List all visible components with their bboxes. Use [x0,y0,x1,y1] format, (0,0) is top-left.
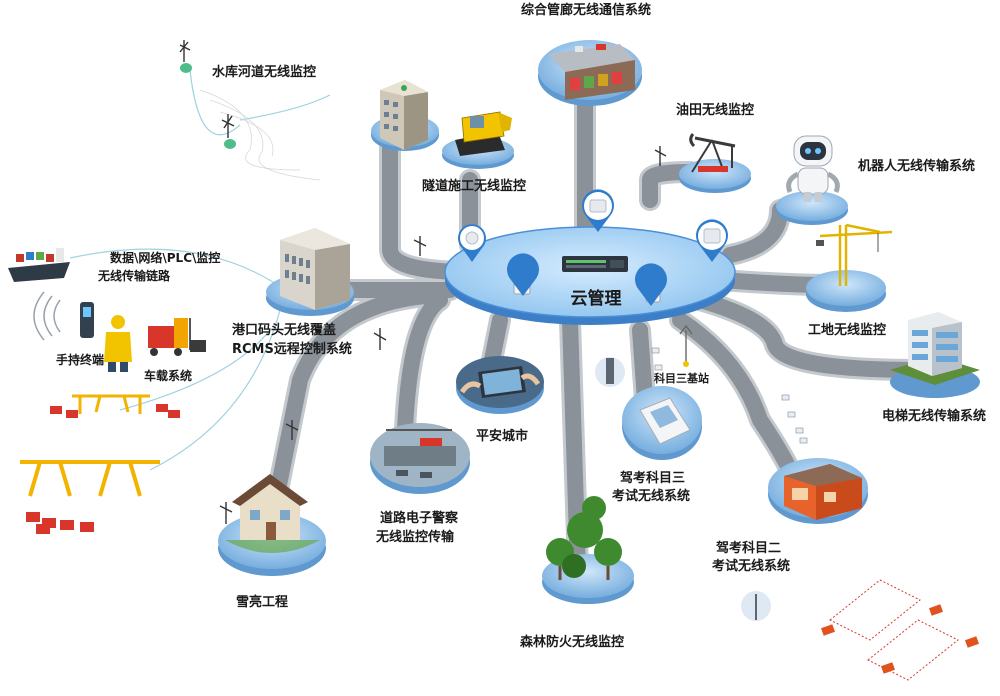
elevator-node [890,312,980,398]
label-forest: 森林防火无线监控 [520,634,624,650]
label-data-link-1: 数据\网络\PLC\监控 [110,250,220,265]
road-police-node [370,423,470,494]
label-road-police-1: 道路电子警察 [380,510,459,526]
antenna-mast-icon [679,324,693,362]
label-road-police-2: 无线监控传输 [375,529,455,545]
cloud-management-hub: 云管理 [444,226,736,325]
safe-city-node [456,356,544,414]
robot-icon [786,135,840,202]
mast-light [683,361,689,367]
label-snow: 雪亮工程 [236,594,288,610]
access-point-pin [635,263,667,306]
tablet-icon [478,366,526,398]
label-exam2-1: 驾考科目二 [716,540,781,556]
road-vehicles [651,347,808,444]
camera-icon [373,236,427,350]
label-elevator: 电梯无线传输系统 [882,408,986,424]
camera-icon [179,40,191,62]
camera-icon [654,146,667,166]
crane-weight [816,240,824,246]
label-reservoir: 水库河道无线监控 [212,64,316,80]
car-icon [820,604,980,674]
crane-icon [819,223,893,286]
server-icon [562,256,628,272]
hub-label: 云管理 [571,288,622,309]
wifi-signal-icon [33,291,61,341]
building-icon [380,80,428,150]
label-tunnel-construction: 隧道施工无线监控 [422,178,526,194]
access-point-icon [589,199,607,213]
gantry-crane-icon [72,394,150,414]
excavator-icon [455,111,512,156]
label-handheld: 手持终端 [56,352,104,367]
label-subject3-base: 科目三基站 [654,371,709,385]
reservoir-node [371,80,439,151]
label-utility-tunnel: 综合管廊无线通信系统 [521,2,651,18]
forest-node [542,496,634,604]
building-icon [784,464,862,520]
gantry-crane-icon [20,460,160,497]
base-station-node [595,357,625,387]
label-exam3-1: 驾考科目三 [620,470,685,486]
worker-icon [104,315,132,372]
port-node [266,228,427,350]
robot-node [776,135,848,225]
access-point-pin [458,224,486,262]
label-robot: 机器人无线传输系统 [858,158,975,174]
camera-icon [221,114,235,138]
label-safe-city: 平安城市 [476,428,528,444]
construction-site-node [806,223,893,312]
building-icon [280,228,350,310]
exam2-node [768,458,868,524]
house-icon [232,474,308,540]
camera-icon [219,420,299,524]
label-construction-site: 工地无线监控 [808,322,886,338]
oilfield-node [654,133,751,193]
terrain-sketch [199,89,321,181]
reservoir-marker [180,63,192,73]
exam2-track [829,579,959,681]
utility-tunnel-node [538,40,642,106]
base-station-node [741,591,771,621]
snow-project-node [218,420,326,576]
label-port-2: RCMS远程控制系统 [232,341,352,357]
building-icon [908,312,962,376]
label-vehicle: 车载系统 [144,368,192,383]
base-station-icon [606,358,614,384]
hand-shape [520,373,541,386]
pump-base [698,166,728,172]
access-point-pin [582,189,614,232]
label-exam3-2: 考试无线系统 [612,488,690,504]
tree-icon [546,496,622,578]
label-exam2-2: 考试无线系统 [712,558,790,574]
wireless-link-lines [69,69,331,471]
access-point-pin [695,219,728,262]
reservoir-marker [224,139,236,149]
ship-icon [8,248,70,282]
label-oilfield: 油田无线监控 [676,102,754,118]
label-port-1: 港口码头无线覆盖 [232,322,336,338]
car-icon [639,397,691,445]
label-data-link-2: 无线传输链路 [97,268,171,283]
tunnel-construction-node [442,111,514,169]
forklift-icon [148,318,206,356]
handheld-icon [80,302,94,338]
container-blocks [26,512,94,534]
access-point-pin [506,253,539,296]
hand-shape [459,381,482,394]
access-point-icon [703,228,721,244]
exam3-node [622,386,702,460]
access-point-icon [465,231,479,245]
container-blocks [50,404,180,418]
